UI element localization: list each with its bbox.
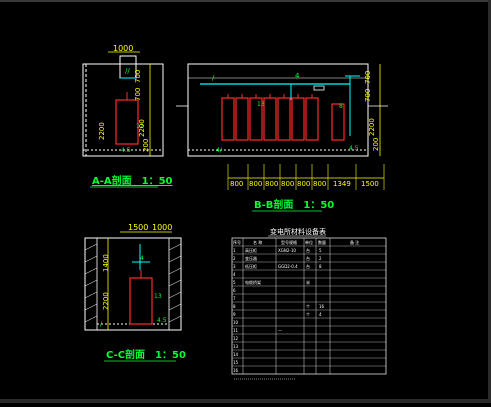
cc-dim-top2: 1000 (152, 223, 172, 232)
table-header: 型号规格 (281, 239, 297, 245)
aa-dim-v3: 2200 (138, 119, 146, 137)
table-cell: GGD2-0.4 (278, 264, 298, 269)
svg-text:4.5: 4.5 (121, 147, 131, 154)
table-cell: 12 (233, 336, 239, 341)
bb-cabinet (235, 97, 249, 141)
table-cell: XGN2-10 (278, 248, 296, 253)
svg-text:4: 4 (295, 72, 300, 80)
table-cell: 16 (319, 304, 325, 309)
table-cell: 5 (319, 248, 322, 253)
table-header: 名 称 (253, 239, 262, 245)
cc-title: C-C剖面 1：50 (106, 348, 186, 361)
table-cell: 电缆桥架 (245, 279, 261, 285)
bb-cabinet (221, 97, 235, 141)
aa-dim-v1: 700 (134, 70, 142, 83)
table-cell: 台 (306, 263, 310, 269)
table-header: 备 注 (350, 239, 359, 245)
cc-dim-top1: 1500 (128, 223, 148, 232)
svg-text:/: / (212, 74, 215, 82)
frame-right-edge (488, 0, 491, 403)
table-cell: 5 (233, 280, 236, 285)
aa-dim-left: 2200 (98, 122, 106, 140)
table-cell: 11 (233, 328, 239, 333)
table-header: 单位 (305, 239, 313, 245)
table-cell: 3 (233, 264, 236, 269)
aa-dim-v4: 200 (142, 139, 150, 152)
table-cell: 4 (319, 312, 322, 317)
table-cell: 个 (306, 304, 310, 309)
table-cell: 2 (233, 256, 236, 261)
svg-text:4.5: 4.5 (349, 145, 359, 152)
bb-cabinet (331, 103, 345, 141)
table-cell: 个 (306, 312, 310, 317)
table-cell: 6 (233, 288, 236, 293)
table-cell: 高压柜 (245, 247, 257, 253)
svg-text:4.5: 4.5 (157, 317, 167, 324)
aa-section: // 12 4.5 1000 700 700 2200 200 2200 A-A… (82, 44, 173, 188)
svg-text:13: 13 (154, 293, 162, 300)
equipment-table: 变电所材料设备表 序号 名 称 型号规格 单位 数量 备 注 1 高压柜 XGN2-… (231, 227, 387, 380)
svg-text:4: 4 (140, 255, 144, 262)
cc-dim-left2: 2200 (102, 292, 110, 310)
table-cell: 7 (233, 296, 236, 301)
table-cell: 9 (233, 312, 236, 317)
bb-title: B-B剖面 1：50 (254, 198, 334, 211)
table-cell: 米 (306, 279, 310, 285)
bb-dim-bottom: 800 (249, 180, 262, 188)
table-cell: 16 (233, 368, 239, 373)
cc-section: 4 13 4.5 / 1500 1000 1400 2200 C-C剖面 1：5… (84, 223, 186, 362)
table-cell: 10 (233, 320, 239, 325)
bb-dim-bottom: 800 (265, 180, 278, 188)
table-cell: 4 (233, 272, 236, 277)
cc-dim-left1: 1400 (102, 254, 110, 272)
bb-dim-r2: 700 (364, 89, 372, 102)
svg-text://: // (125, 67, 130, 75)
frame-top-edge (0, 0, 491, 2)
table-cell: 变压器 (245, 255, 257, 261)
table-cell: 低压柜 (245, 263, 257, 269)
table-cell: 14 (233, 352, 239, 357)
bb-dim-bottom: 800 (313, 180, 326, 188)
aa-cabinet (115, 99, 139, 145)
svg-text:13: 13 (257, 101, 265, 108)
bb-dim-bottom: 1349 (333, 180, 351, 188)
bb-dim-r1: 700 (364, 71, 372, 84)
aa-dim-top: 1000 (113, 44, 133, 53)
bb-dim-r3: 2200 (368, 118, 376, 136)
table-cell: 2 (319, 256, 322, 261)
bb-section: / 4 13 8 4.5 4/ 700 700 2200 200 800 800… (176, 63, 388, 212)
table-cell: 台 (306, 247, 310, 253)
aa-dim-v2: 700 (134, 88, 142, 101)
bb-cabinet (263, 97, 277, 141)
table-header: 数量 (318, 239, 326, 245)
table-cell: 1 (233, 248, 236, 253)
bb-dim-bottom: 800 (297, 180, 310, 188)
bb-dim-bottom: 800 (230, 180, 243, 188)
table-cell: 8 (233, 304, 236, 309)
bb-cabinet (277, 97, 291, 141)
bb-cabinet (291, 97, 305, 141)
svg-text:12: 12 (136, 123, 144, 130)
bb-cabinet (305, 97, 319, 141)
table-cell: 台 (306, 255, 310, 261)
table-header: 序号 (233, 239, 241, 245)
table-cell: — (278, 328, 282, 333)
table-cell: 13 (233, 344, 239, 349)
bb-dim-bottom: 800 (281, 180, 294, 188)
svg-text:/: / (100, 321, 103, 328)
frame-bottom-edge (0, 399, 491, 403)
table-cell: 8 (319, 264, 322, 269)
table-cell: 15 (233, 360, 239, 365)
bb-dim-r4: 200 (372, 138, 380, 151)
table-title: 变电所材料设备表 (270, 227, 326, 236)
aa-title: A-A剖面 1：50 (92, 174, 173, 187)
cc-cabinet (129, 277, 153, 325)
bb-dim-bottom: 1500 (361, 180, 379, 188)
svg-text:4/: 4/ (216, 147, 223, 154)
svg-text:8: 8 (339, 103, 343, 110)
